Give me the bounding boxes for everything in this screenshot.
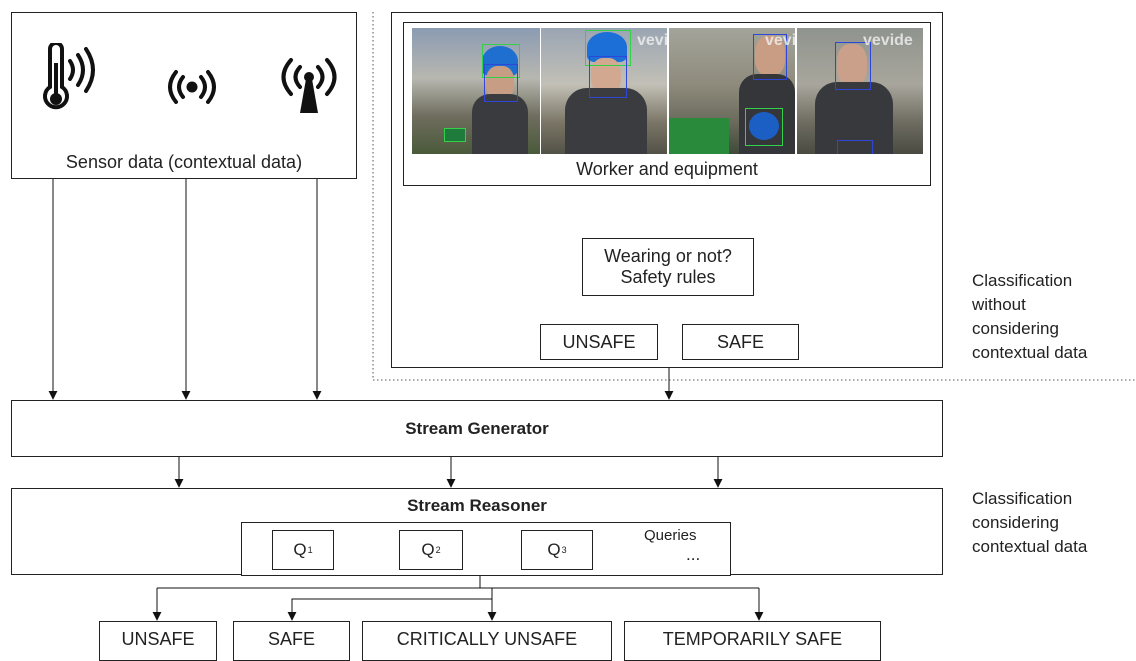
sensor-data-panel: Sensor data (contextual data): [11, 12, 357, 179]
thermometer-signal-icon: [43, 43, 95, 110]
stream-generator-box: Stream Generator: [11, 400, 943, 457]
note-without-line-1: Classification: [972, 271, 1073, 290]
photo-watermark: vevide: [765, 32, 795, 49]
final-safe-box: SAFE: [233, 621, 350, 661]
worker-photo-1: [412, 28, 540, 154]
wireless-sensor-icon: [168, 70, 216, 104]
note-without-context: Classification without considering conte…: [972, 269, 1087, 365]
photo-watermark: vevide: [863, 32, 913, 49]
final-temporarily-safe-label: TEMPORARILY SAFE: [662, 629, 843, 649]
decision-line-2: Safety rules: [620, 267, 716, 287]
worker-photo-frame: vevide vevide vevide Worker and equipmen…: [403, 22, 931, 186]
final-safe-label: SAFE: [267, 629, 315, 649]
query-q3-sub: 3: [561, 545, 567, 555]
note-without-line-2: without: [972, 295, 1026, 314]
note-without-line-4: contextual data: [972, 343, 1088, 362]
stream-reasoner-label: Stream Reasoner: [407, 496, 547, 515]
worker-photo-4: vevide: [797, 28, 923, 154]
query-q1-sub: 1: [307, 545, 313, 555]
note-with-line-3: contextual data: [972, 537, 1088, 556]
safety-rules-box: Wearing or not? Safety rules: [582, 238, 754, 296]
note-with-line-2: considering: [972, 513, 1059, 532]
queries-label: Queries: [644, 527, 697, 544]
query-q1-letter: Q: [293, 540, 307, 559]
note-without-line-3: considering: [972, 319, 1059, 338]
queries-ellipsis: ...: [686, 545, 701, 564]
local-safe-box: SAFE: [682, 324, 799, 360]
decision-line-1: Wearing or not?: [604, 246, 732, 266]
worker-photo-2: vevide: [541, 28, 667, 154]
antenna-tower-icon: [281, 58, 337, 113]
final-critically-unsafe-label: CRITICALLY UNSAFE: [396, 629, 578, 649]
photo-watermark: vevide: [637, 32, 667, 49]
local-safe-label: SAFE: [716, 331, 764, 352]
query-q3-letter: Q: [547, 540, 561, 559]
worker-panel-caption: Worker and equipment: [576, 159, 758, 179]
note-with-context: Classification considering contextual da…: [972, 487, 1087, 559]
final-temporarily-safe-box: TEMPORARILY SAFE: [624, 621, 881, 661]
final-critically-unsafe-box: CRITICALLY UNSAFE: [362, 621, 612, 661]
local-unsafe-box: UNSAFE: [540, 324, 658, 360]
query-q2-sub: 2: [435, 545, 441, 555]
worker-photo-3: vevide: [669, 28, 795, 154]
stream-generator-label: Stream Generator: [405, 418, 549, 438]
to-final-safe-arrow: [287, 598, 492, 621]
sensor-panel-caption: Sensor data (contextual data): [65, 152, 303, 172]
note-with-line-1: Classification: [972, 489, 1073, 508]
local-unsafe-label: UNSAFE: [562, 331, 636, 352]
final-unsafe-box: UNSAFE: [99, 621, 217, 661]
final-unsafe-label: UNSAFE: [121, 629, 195, 649]
query-q2-letter: Q: [421, 540, 435, 559]
